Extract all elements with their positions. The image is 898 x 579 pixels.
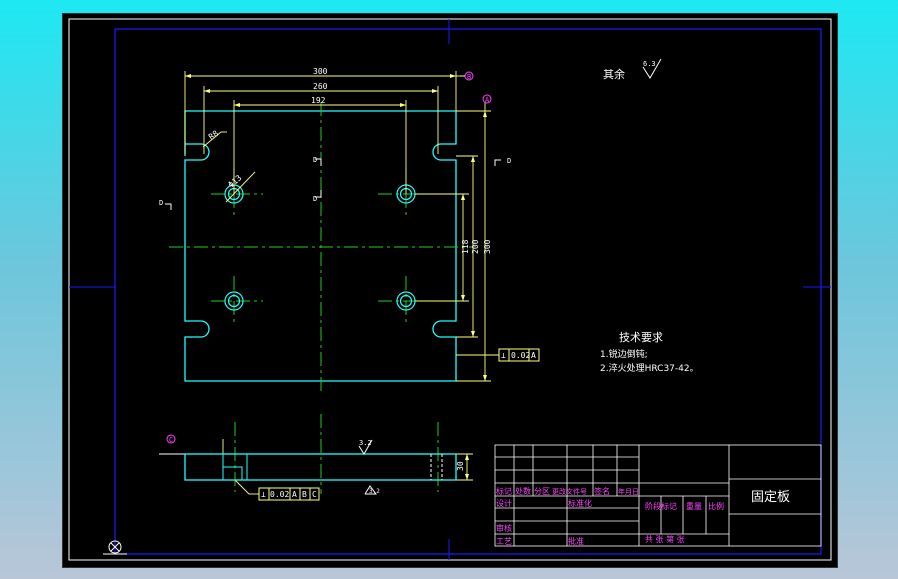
tb-header-mark: 标记 (496, 486, 512, 496)
finish-note-value: 6.3 (643, 60, 656, 68)
tb-header-zone: 分区 (534, 487, 550, 496)
dim-hole-span-outer: 260 (313, 82, 328, 91)
finish-note-label: 其余 (603, 67, 625, 81)
tb-sheet-info: 共 张 第 张 (645, 534, 685, 544)
tol1-symbol: ⊥ (501, 351, 506, 360)
dim-height-overall: 300 (483, 239, 492, 254)
datum-a: A (485, 96, 490, 104)
tb-header-date: 年月日 (618, 487, 639, 496)
tolerance-frames (258, 348, 540, 501)
tb-header-sign: 签名 (594, 486, 610, 496)
tech-req-item-2: 2.淬火处理HRC37-42。 (600, 362, 699, 374)
plate-outline-top-view (184, 110, 457, 382)
tb-designer: 设计 (496, 498, 512, 508)
tb-approve: 批准 (568, 536, 584, 546)
title-block (494, 444, 822, 547)
dimension-lines (173, 71, 499, 495)
tol1-value: 0.02 (511, 351, 530, 360)
tb-header-count: 处数 (515, 486, 531, 496)
tech-req-title: 技术要求 (619, 331, 663, 344)
section-marks (165, 158, 501, 210)
dim-height-inner: 118 (461, 239, 470, 254)
datum-bubbles (166, 71, 492, 444)
inner-border (114, 28, 822, 555)
tol2-ref-a: A (292, 490, 297, 499)
dim-overall-width: 300 (313, 67, 328, 76)
tb-scale: 比例 (708, 501, 724, 511)
outer-frame (68, 18, 832, 561)
tol2-ref-b: B (302, 490, 307, 499)
section-d-mid: D (313, 195, 317, 203)
tb-process: 工艺 (496, 537, 512, 546)
datum-letters: B A C D D D D (159, 73, 511, 444)
dim-slot-radius: R8 (207, 129, 220, 142)
tech-req-item-1: 1.锐边倒钝; (600, 348, 648, 360)
tb-checker: 审核 (496, 523, 512, 533)
tb-standardize: 标准化 (568, 498, 592, 508)
tol2-symbol: ⊥ (261, 490, 266, 499)
section-d-right: D (507, 157, 511, 165)
surface-finish-symbols (358, 58, 662, 495)
tolerance-texts: ⊥ 0.02 A ⊥ 0.02 A B C (261, 351, 536, 499)
dim-hole-span-inner: 192 (311, 96, 326, 105)
tb-header-change: 更改文件号 (552, 487, 587, 496)
tb-stage-mark: 阶段标记 (645, 501, 677, 511)
drawing-title: 固定板 (751, 490, 790, 505)
section-d-left: D (159, 199, 163, 207)
side-view (159, 453, 457, 481)
section-d-top: D (313, 156, 317, 164)
datum-b: B (467, 73, 471, 81)
finish-bottom-2: 3.2 (369, 488, 380, 495)
dimension-arrows (185, 74, 487, 480)
dim-thickness: 30 (456, 461, 465, 471)
drawing-sheet: 300 260 192 R8 Φ13 118 200 300 30 3.2 3.… (62, 13, 838, 568)
datum-c: C (169, 436, 173, 444)
origin-symbol (103, 540, 127, 555)
tol2-value: 0.02 (270, 490, 289, 499)
dim-height-mid: 200 (471, 239, 480, 254)
tb-weight: 重量 (686, 501, 702, 511)
dimension-texts: 300 260 192 R8 Φ13 118 200 300 30 3.2 3.… (207, 67, 492, 495)
tol2-ref-c: C (312, 490, 317, 499)
finish-bottom-1: 3.2 (359, 439, 372, 447)
cad-drawing: 300 260 192 R8 Φ13 118 200 300 30 3.2 3.… (68, 18, 832, 561)
title-block-texts: 标记 处数 分区 更改文件号 签名 年月日 设计 标准化 审核 工艺 批准 阶段… (496, 486, 724, 546)
tol1-ref: A (531, 351, 536, 360)
